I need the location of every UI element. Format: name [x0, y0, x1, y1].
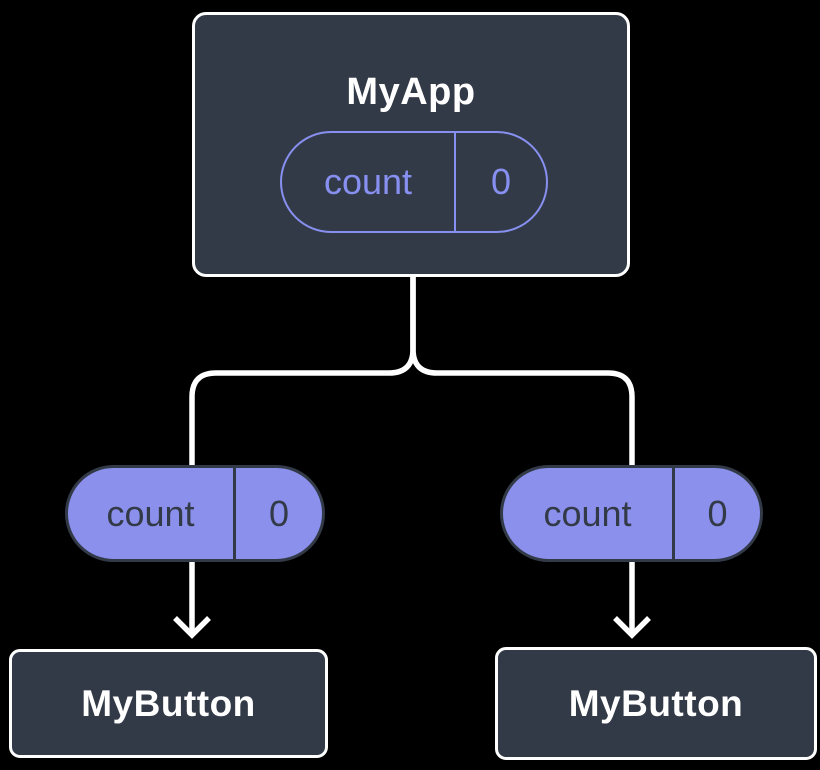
root-state-value: 0 [454, 133, 546, 231]
left-child-component-node: MyButton [9, 649, 328, 758]
connector-root-to-right-child [410, 277, 635, 468]
left-prop-value: 0 [233, 468, 322, 559]
root-component-title: MyApp [346, 71, 476, 113]
left-prop-name: count [106, 492, 195, 534]
right-child-component-node: MyButton [495, 647, 817, 760]
root-state-pill: count 0 [280, 131, 548, 233]
right-child-component-title: MyButton [568, 682, 744, 724]
left-arrow-icon [173, 560, 211, 639]
root-component-node: MyApp count 0 [192, 12, 630, 277]
root-state-name: count [323, 161, 413, 202]
right-prop-name: count [543, 492, 632, 534]
connector-root-to-left-child [189, 277, 416, 468]
left-child-component-title: MyButton [81, 682, 256, 724]
right-prop-pill: count 0 [500, 465, 763, 562]
right-prop-value: 0 [672, 468, 760, 559]
right-arrow-icon [613, 560, 651, 639]
left-prop-pill: count 0 [65, 465, 325, 562]
